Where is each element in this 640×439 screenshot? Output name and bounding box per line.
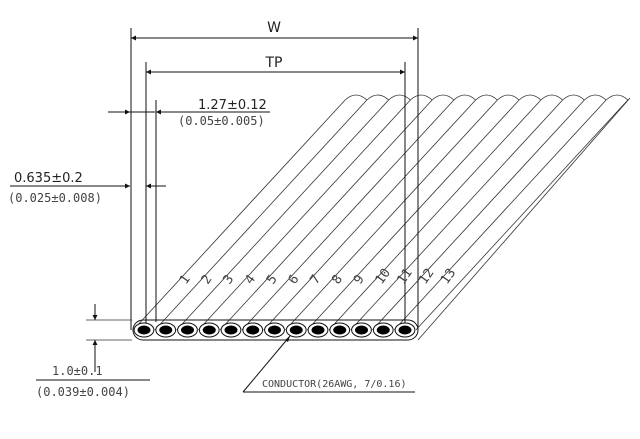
conductor-number: 9 [351, 272, 368, 287]
conductor-number: 1 [177, 272, 194, 287]
conductor [311, 325, 325, 335]
tube-edge-line [154, 99, 368, 331]
tube-edge-line [132, 99, 346, 331]
tube-edge-line [241, 99, 455, 331]
conductor-number: 4 [242, 272, 259, 287]
jacket-edge-line [417, 97, 631, 341]
conductor [224, 325, 238, 335]
tube-edge-line [328, 99, 542, 331]
tube-edge-line [306, 99, 520, 331]
width-label: W [267, 20, 281, 36]
thickness-metric: 1.0±0.1 [52, 364, 103, 378]
tube-end [518, 94, 542, 101]
conductor-label: CONDUCTOR(26AWG, 7/0.16) [262, 379, 407, 390]
tube-end [584, 94, 607, 101]
tube-end [344, 94, 368, 101]
conductor-number: 11 [394, 266, 415, 287]
conductor-number: 8 [329, 272, 346, 287]
tube-end [453, 94, 476, 101]
pitch-imperial: (0.05±0.005) [178, 114, 265, 128]
conductor [268, 325, 281, 335]
tube-edge-line [372, 99, 585, 331]
total-pitch-label: TP [265, 55, 283, 71]
tube-edge-line [393, 99, 607, 331]
tube-edge-line [350, 99, 563, 331]
conductor-number: 6 [286, 272, 303, 287]
pitch-metric: 1.27±0.12 [198, 98, 267, 113]
total-pitch-dimension: TP [146, 55, 405, 75]
tube-end [475, 94, 498, 101]
extension-lines [130, 28, 419, 330]
tube-edge-line [176, 99, 389, 331]
tube-end [431, 94, 455, 101]
conductor [159, 325, 173, 335]
conductor-number: 3 [220, 272, 237, 287]
tube-edge-line [198, 99, 411, 331]
conductor [202, 325, 216, 335]
tube-end [410, 94, 433, 101]
conductor [246, 325, 260, 335]
edge-margin-dimension: 0.635±0.2 (0.025±0.008) [8, 171, 166, 205]
tube-end [388, 94, 411, 101]
tube-end [497, 94, 520, 101]
tube-edge-line [415, 99, 629, 331]
tube-edge-line [263, 99, 476, 331]
conductor [137, 325, 151, 335]
thickness-dimension: 1.0±0.1 (0.039±0.004) [36, 304, 150, 399]
cable-cross-section [132, 319, 419, 341]
cable-tubes [132, 94, 631, 341]
conductor-number: 7 [307, 272, 324, 287]
conductor [181, 325, 194, 335]
conductor [376, 325, 390, 335]
tube-end [540, 94, 563, 101]
conductor [333, 325, 347, 335]
conductor-number: 2 [199, 272, 216, 287]
edge-margin-metric: 0.635±0.2 [14, 171, 83, 186]
conductor [289, 325, 303, 335]
conductor-number: 5 [264, 272, 281, 287]
tube-end [605, 94, 629, 101]
conductor [398, 325, 412, 335]
tube-edge-line [219, 99, 433, 331]
width-dimension: W [131, 20, 418, 41]
conductor-number: 10 [373, 266, 394, 287]
tube-edge-line [285, 99, 498, 331]
pitch-dimension: 1.27±0.12 (0.05±0.005) [108, 98, 270, 128]
conductor-callout: CONDUCTOR(26AWG, 7/0.16) [242, 335, 415, 393]
tube-end [562, 94, 585, 101]
thickness-imperial: (0.039±0.004) [36, 385, 130, 399]
edge-margin-imperial: (0.025±0.008) [8, 191, 102, 205]
tube-end [366, 94, 389, 101]
conductor-number: 12 [416, 266, 437, 287]
conductor [355, 325, 368, 335]
conductor-number: 13 [438, 266, 459, 287]
